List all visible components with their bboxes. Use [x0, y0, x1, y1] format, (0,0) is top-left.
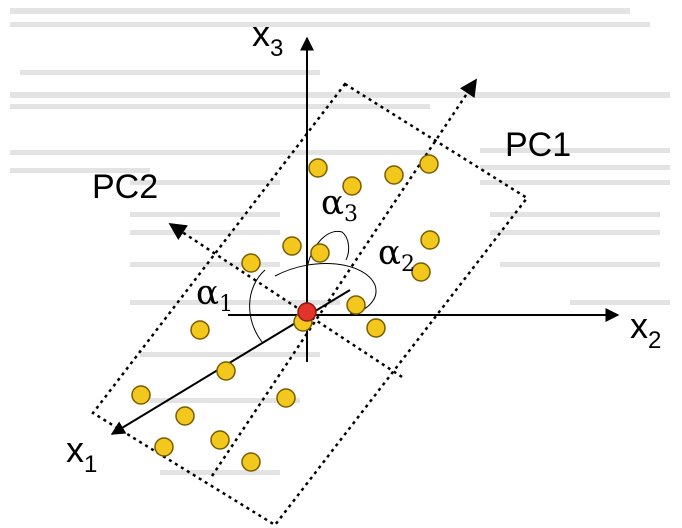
data-point — [276, 388, 296, 408]
alpha3-label-sub: 3 — [343, 202, 358, 227]
data-point — [282, 236, 302, 256]
data-point — [175, 406, 195, 426]
data-point — [241, 253, 261, 273]
pc2-axis — [168, 222, 403, 379]
x1-label-sub: 1 — [84, 451, 98, 478]
data-point — [241, 452, 261, 472]
data-point — [346, 295, 366, 315]
data-point — [154, 437, 174, 457]
pc2-label: PC2 — [92, 168, 159, 206]
x3-label: x3 — [252, 13, 283, 61]
data-point — [411, 262, 431, 282]
data-point — [216, 361, 236, 381]
x3-label-sub: 3 — [270, 35, 284, 62]
alpha1-label-sub: 1 — [218, 292, 233, 317]
x2-label-sub: 2 — [648, 327, 662, 354]
angle-arc-a1 — [249, 269, 266, 343]
alpha3-label: α3 — [321, 183, 358, 226]
data-point — [419, 154, 439, 174]
x2-label: x2 — [630, 305, 661, 353]
alpha2-label: α2 — [378, 233, 415, 276]
alpha1-label: α1 — [196, 273, 233, 316]
pc1-axis — [210, 78, 478, 477]
alpha2-label-sub: 2 — [400, 252, 415, 277]
alpha2-label-base: α — [378, 233, 401, 273]
data-point — [420, 230, 440, 250]
data-point — [366, 318, 386, 338]
alpha3-label-base: α — [321, 183, 344, 223]
x3-label-base: x — [252, 13, 270, 54]
data-point — [384, 165, 404, 185]
data-point — [210, 430, 230, 450]
alpha1-label-base: α — [196, 273, 219, 313]
x1-label-base: x — [66, 429, 84, 470]
data-point — [190, 320, 210, 340]
origin-point — [297, 302, 317, 322]
data-point — [342, 176, 362, 196]
data-point — [308, 158, 328, 178]
data-points — [131, 154, 440, 472]
data-point — [131, 385, 151, 405]
x2-label-base: x — [630, 305, 648, 346]
x1-label: x1 — [66, 429, 97, 477]
pc1-label: PC1 — [505, 126, 572, 164]
data-point — [310, 243, 330, 263]
